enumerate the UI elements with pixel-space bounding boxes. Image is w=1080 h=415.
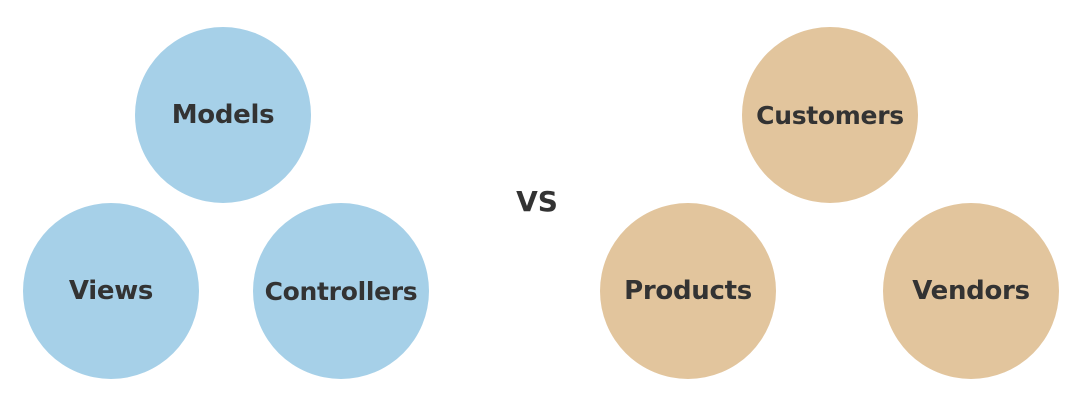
models-circle: Models [135, 27, 311, 203]
products-circle: Products [600, 203, 776, 379]
vendors-label: Vendors [912, 276, 1030, 306]
vs-separator: VS [516, 185, 558, 218]
views-circle: Views [23, 203, 199, 379]
controllers-label: Controllers [264, 276, 418, 306]
controllers-circle: Controllers [253, 203, 429, 379]
vendors-circle: Vendors [883, 203, 1059, 379]
products-label: Products [624, 276, 752, 306]
customers-label: Customers [756, 100, 904, 130]
views-label: Views [68, 276, 154, 306]
models-label: Models [171, 100, 275, 130]
customers-circle: Customers [742, 27, 918, 203]
